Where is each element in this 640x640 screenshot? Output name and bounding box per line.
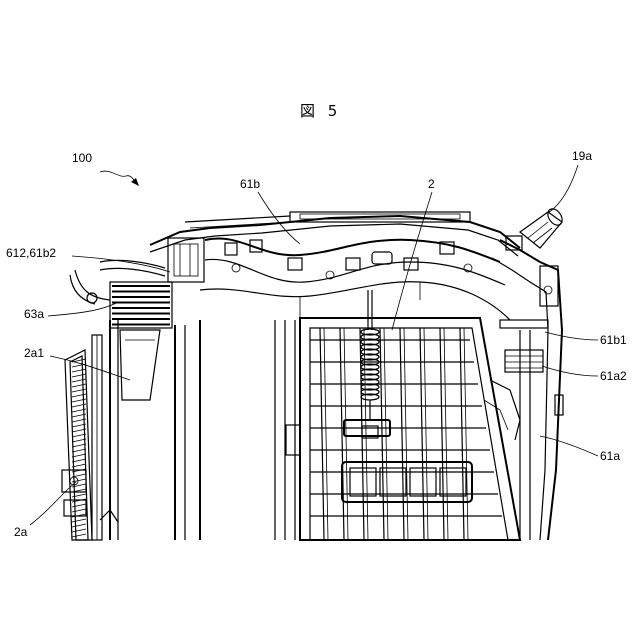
grid-col-line <box>424 328 428 540</box>
grid-col-line <box>420 328 424 540</box>
grid-col-line <box>384 328 388 540</box>
grid-col-line <box>460 328 464 540</box>
hatch-line <box>72 434 86 437</box>
grid-col-line <box>464 328 468 540</box>
hatch-line <box>72 379 86 382</box>
leader-2 <box>392 192 432 330</box>
leader-61b1 <box>545 332 598 340</box>
leader-61a <box>540 436 598 456</box>
grid-panel <box>286 318 520 540</box>
left-housing <box>62 260 295 540</box>
hatch-line <box>72 454 86 457</box>
hatch-line <box>72 519 86 522</box>
leader-63a <box>48 302 118 316</box>
label-19a: 19a <box>572 149 592 163</box>
hatch-line <box>72 529 86 532</box>
hatch-line <box>72 459 86 462</box>
label-63a: 63a <box>24 307 44 321</box>
grid-col-line <box>324 328 328 540</box>
arrow-100 <box>131 178 139 186</box>
leader-19a <box>548 165 578 213</box>
leader-612 <box>72 256 170 272</box>
figure-title: 図 5 <box>300 102 341 120</box>
label-61a2: 61a2 <box>600 369 627 383</box>
hatch-line <box>72 509 86 512</box>
grid-col-line <box>380 328 384 540</box>
label-61a: 61a <box>600 449 620 463</box>
hatch-line <box>72 384 86 387</box>
label-100: 100 <box>72 151 92 165</box>
label-61b1: 61b1 <box>600 333 627 347</box>
grid-col-line <box>444 328 448 540</box>
hatch-line <box>72 534 86 537</box>
label-612-61b2: 612,61b2 <box>6 246 56 260</box>
grid-col-line <box>320 328 324 540</box>
grid-lines <box>310 328 502 540</box>
leader-61a2 <box>542 366 598 376</box>
hatch-line <box>72 444 86 447</box>
label-2a: 2a <box>14 525 28 539</box>
grid-col-line <box>440 328 444 540</box>
upper-housing <box>150 212 520 320</box>
left-hatch <box>72 359 86 537</box>
leader-2a <box>30 482 76 525</box>
label-2: 2 <box>428 177 435 191</box>
right-frame <box>484 240 563 540</box>
grid-col-line <box>400 328 404 540</box>
hatch-line <box>72 369 86 372</box>
hatch-line <box>72 524 86 527</box>
grid-col-line <box>404 328 408 540</box>
hatch-line <box>72 449 86 452</box>
hatch-line <box>72 389 86 392</box>
hatch-line <box>72 374 86 377</box>
spring-2 <box>344 290 390 438</box>
reference-labels: 100 19a 61b 2 612,61b2 63a 2a1 61b1 61a2… <box>6 149 627 539</box>
spring-coils <box>361 329 379 400</box>
label-2a1: 2a1 <box>24 346 44 360</box>
hatch-line <box>72 464 86 467</box>
hatch-line <box>72 504 86 507</box>
hatch-line <box>72 439 86 442</box>
label-61b: 61b <box>240 177 260 191</box>
bellows-63a <box>112 286 170 325</box>
